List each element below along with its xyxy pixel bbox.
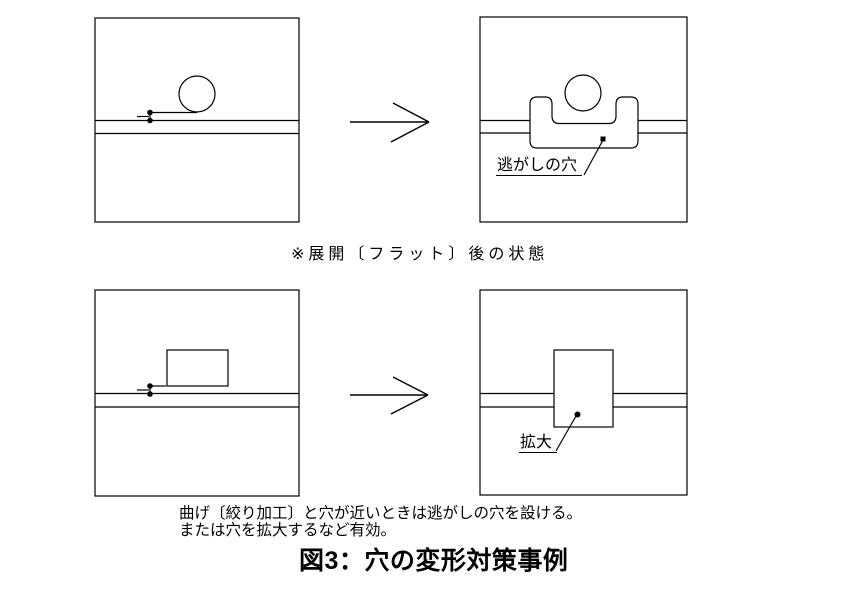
dimension-dot: [147, 117, 153, 124]
leader-dot: [574, 411, 581, 418]
dimension-dot: [147, 391, 153, 397]
figure-title: 図3：穴の変形対策事例: [299, 547, 569, 575]
round-hole: [564, 74, 602, 112]
flat-state-caption: ※展開〔フラット〕後の状態: [291, 246, 549, 263]
leader-line: [555, 415, 577, 452]
note-text: 曲げ〔絞り加工〕と穴が近いときは逃がしの穴を設ける。 または穴を拡大するなど有効…: [179, 505, 583, 539]
panel-border: [479, 16, 688, 223]
enlarge-callout: 拡大: [519, 434, 558, 453]
panel-border: [479, 289, 688, 496]
rect-hole: [166, 349, 229, 387]
enlarged-hole-outline: [553, 349, 614, 428]
arrow-shape: [350, 376, 429, 415]
leader-line: [583, 139, 604, 176]
right-arrow-icon: [350, 376, 429, 415]
panel-before-round-hole: [94, 17, 300, 223]
arrow-shape: [350, 102, 430, 143]
relief-slot-outline: [529, 96, 639, 149]
relief-hole-callout: 逃がしの穴: [496, 157, 583, 176]
panel-before-rect-hole: [94, 289, 300, 497]
dimension-dot: [147, 109, 153, 116]
panel-after-relief-hole: [479, 16, 688, 223]
leader-dot: [600, 136, 606, 142]
panel-after-enlarged-hole: [479, 289, 688, 496]
note-line-2: または穴を拡大するなど有効。: [179, 521, 397, 539]
dimension-dot: [147, 383, 153, 389]
round-hole: [178, 75, 216, 113]
relief-hole-label: 逃がしの穴: [496, 157, 583, 176]
note-line-1: 曲げ〔絞り加工〕と穴が近いときは逃がしの穴を設ける。: [179, 505, 583, 522]
right-arrow-icon: [350, 102, 430, 143]
enlarge-label: 拡大: [519, 434, 558, 453]
